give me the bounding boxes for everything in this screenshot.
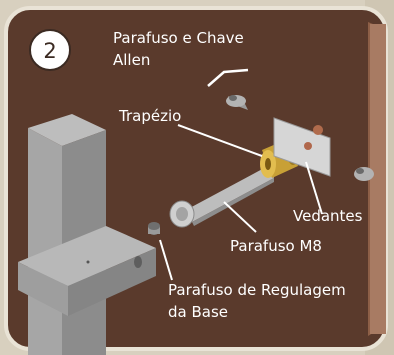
allen-key-icon xyxy=(207,68,249,87)
step-number: 2 xyxy=(43,39,56,63)
label-parafuso-chave: Parafuso e Chave xyxy=(113,29,244,47)
label-da-base: da Base xyxy=(168,303,228,321)
leader-vedantes xyxy=(305,161,323,215)
wall-plate-icon xyxy=(273,117,331,177)
label-vedantes: Vedantes xyxy=(293,207,363,225)
step-circle xyxy=(29,29,71,71)
label-regulagem: Parafuso de Regulagem xyxy=(168,281,346,299)
leader-base-screw xyxy=(159,239,173,281)
label-allen: Allen xyxy=(113,51,150,69)
m8-bolt-icon xyxy=(169,166,274,228)
label-parafuso-m8: Parafuso M8 xyxy=(230,237,322,255)
post xyxy=(18,114,156,355)
wall-surface xyxy=(370,24,386,334)
wall-screw-icon xyxy=(354,167,374,181)
leader-m8 xyxy=(223,201,257,233)
allen-screw-icon xyxy=(226,95,248,110)
label-trapezio: Trapézio xyxy=(118,107,181,125)
base-screw-icon xyxy=(148,222,160,235)
leader-trapezio xyxy=(177,124,263,157)
